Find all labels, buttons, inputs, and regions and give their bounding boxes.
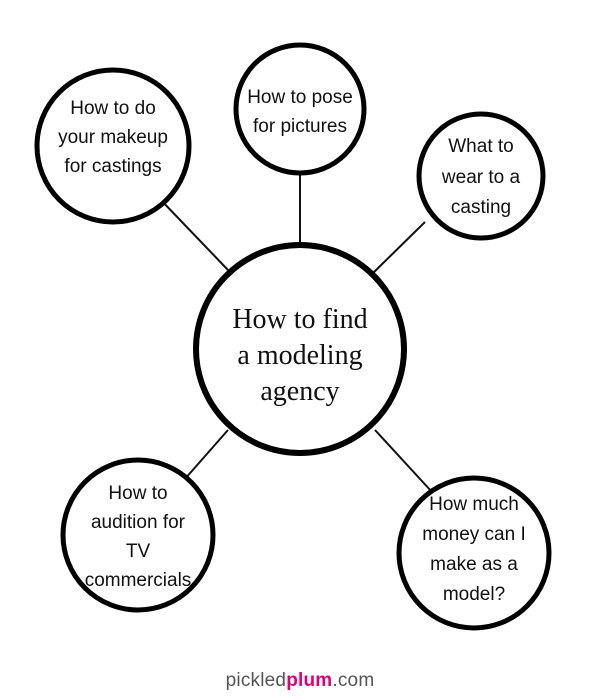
node-wear: What to wear to a casting [416,111,546,241]
node-makeup: How to do your makeup for castings [34,67,192,225]
spoke-money [374,429,433,493]
node-wear-line-3: casting [451,197,511,218]
node-money: How much money can I make as a model? [396,475,552,631]
node-pose: How to pose for pictures [233,42,367,176]
node-wear-line-2: wear to a [441,167,521,188]
node-pose-line-1: How to pose [247,87,353,108]
node-audition-line-3: TV [126,541,151,562]
node-money-line-3: make as a [430,554,518,575]
center-node-line-3: agency [260,376,339,407]
node-audition-line-2: audition for [91,512,186,533]
node-audition-line-1: How to [108,483,167,504]
center-node: How to find a modeling agency [193,242,407,456]
node-audition-line-4: commercials [85,570,192,591]
center-node-line-1: How to find [232,304,367,335]
site-watermark: pickledplum.com [0,670,600,692]
node-audition: How to audition for TV commercials [60,457,216,613]
spoke-makeup [157,196,229,271]
spoke-audition [183,429,229,481]
center-node-line-2: a modeling [237,340,362,371]
node-makeup-line-2: your makeup [58,127,168,148]
watermark-part-plum: plum [286,670,333,691]
node-wear-line-1: What to [448,136,513,157]
node-pose-line-2: for pictures [253,116,347,137]
node-makeup-line-1: How to do [70,98,156,119]
spoke-wear [371,221,426,275]
node-money-line-2: money can I [422,524,526,545]
node-makeup-line-3: for castings [64,156,161,177]
watermark-part-pickled: pickled [225,670,287,691]
node-money-line-4: model? [443,584,505,605]
node-money-line-1: How much [429,494,519,515]
watermark-part-com: .com [332,670,375,691]
